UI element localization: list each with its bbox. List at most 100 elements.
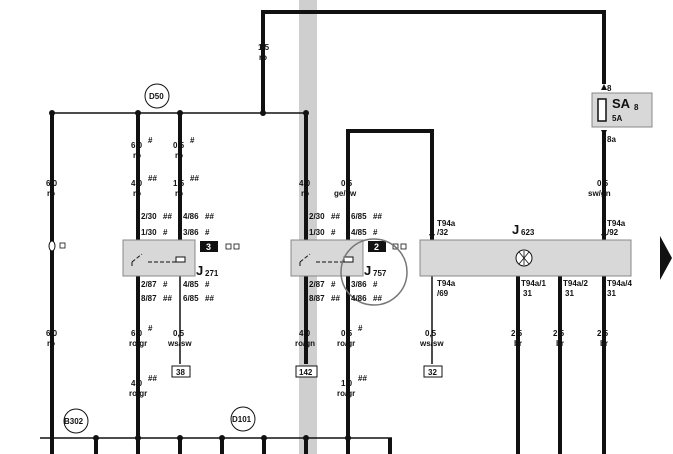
junction-dot [93, 435, 99, 441]
j271-bottom-wire-size: 6,0 [131, 329, 143, 338]
j271-top-wire-mark: # [148, 136, 153, 145]
j757-pin-label: 8/87 [309, 294, 325, 303]
j271-bottom-wire-mark: # [148, 324, 153, 333]
j623-ground-color: br [600, 339, 608, 348]
j271-top-wire-mark: ## [190, 174, 199, 183]
j623-ground-size: 2,5 [597, 329, 609, 338]
j623-ref-label: 32 [428, 368, 437, 377]
pin-arrow-icon [601, 84, 607, 90]
j271-pin-mark: ## [163, 294, 172, 303]
fuse-subscript: 8 [634, 103, 639, 112]
j757-pin-label: 2/87 [309, 280, 325, 289]
rail-connector-box [59, 242, 66, 249]
fuse-name: SA [612, 96, 631, 111]
j623-pin-number: /92 [607, 228, 619, 237]
j623-wire-in-size: 0,5 [597, 179, 609, 188]
j271-pin-label: 4/85 [183, 280, 199, 289]
j757-badge [368, 241, 386, 252]
j623-ref-box [423, 365, 443, 378]
j271-pin-mark: # [205, 280, 210, 289]
junction-dot [219, 435, 225, 441]
j271-bottom-wire-color: ro/gr [129, 339, 147, 348]
j271-badge [200, 241, 218, 252]
j623-pin-connector: T94a [437, 279, 456, 288]
j757-bottom-wire-size: 0,5 [341, 329, 353, 338]
j271-bottom-wire-color: ro/gr [129, 389, 147, 398]
j757-bottom-wire-size: 4,0 [299, 329, 311, 338]
j271-top-wire-size: 0,5 [173, 141, 185, 150]
j757-bottom-wire-color: ro/gr [337, 389, 355, 398]
node-d50-label: D50 [149, 92, 164, 101]
pin-arrow-icon [601, 130, 607, 136]
fuse-rating: 5A [612, 114, 622, 123]
j757-wire-b-top [346, 129, 434, 240]
junction-dot [303, 435, 309, 441]
j757-bottom-wire-color: ro/gn [295, 339, 315, 348]
j623-ground-color: br [514, 339, 522, 348]
node-b302-circle [63, 408, 89, 434]
j271-name-letter: J [196, 263, 203, 278]
j623-pin-number: /69 [437, 289, 449, 298]
fuse-element-symbol [597, 98, 607, 122]
top-supply-wire [261, 10, 606, 113]
j623-ground-size: 2,5 [511, 329, 523, 338]
j623-pin-number: 31 [607, 289, 616, 298]
j757-pin-mark: ## [331, 294, 340, 303]
j757-ref-label: 142 [299, 368, 313, 377]
j271-top-wire-mark: ## [148, 174, 157, 183]
j623-name-number: 623 [521, 228, 535, 237]
j271-pin-mark: # [163, 280, 168, 289]
left-rail-top-color: ro [47, 189, 55, 198]
j271-top-wire-color: ro [175, 151, 183, 160]
j623-symbol-glyph [518, 251, 530, 265]
j623-pin-connector: T94a/2 [563, 279, 588, 288]
j757-pin-label: 6/85 [351, 212, 367, 221]
node-b302-label: B302 [64, 417, 84, 426]
junction-dot [260, 110, 266, 116]
j757-coil-symbol [343, 256, 354, 263]
j757-pin-label: 2/30 [309, 212, 325, 221]
j271-coil-symbol [175, 256, 186, 263]
j757-top-wire-size: 4,0 [299, 179, 311, 188]
j757-name-letter: J [364, 263, 371, 278]
j623-wire-in-color: sw/gn [588, 189, 611, 198]
j757-highlight-circle [340, 238, 408, 306]
j271-top-wire-color: ro [175, 189, 183, 198]
j271-top-wire-color: ro [133, 151, 141, 160]
junction-dot [303, 110, 309, 116]
j271-top-wire-size: 1,5 [173, 179, 185, 188]
node-d50-circle [144, 83, 170, 109]
junction-dot [177, 110, 183, 116]
j271-top-wire-size: 4,0 [131, 179, 143, 188]
j271-pin-mark: ## [205, 294, 214, 303]
j623-wire-out-size: 0,5 [425, 329, 437, 338]
j757-bottom-wire-mark: ## [358, 374, 367, 383]
pin-arrow-icon [429, 234, 435, 240]
j271-pin-label: 6/85 [183, 294, 199, 303]
j757-pin-mark: ## [373, 212, 382, 221]
j757-pin-mark: ## [331, 212, 340, 221]
left-rail-top-size: 6,0 [46, 179, 58, 188]
j757-top-wire-color: ro [301, 189, 309, 198]
j271-pin-mark: ## [163, 212, 172, 221]
junction-dot [261, 435, 267, 441]
node-d101-label: D101 [232, 415, 252, 424]
j623-pin-connector: T94a [437, 219, 456, 228]
j623-wire-out-color: ws/sw [419, 339, 444, 348]
j623-pin-number: 31 [565, 289, 574, 298]
j757-pin-label: 4/86 [351, 294, 367, 303]
j757-pin-mark: # [373, 280, 378, 289]
rail-connector-symbol [48, 240, 56, 252]
continuation-arrow-icon [660, 236, 672, 280]
top-wire-size: 1,5 [258, 43, 270, 52]
fuse-pin-top: 8 [607, 84, 612, 93]
top-wire-color: ro [259, 53, 267, 62]
j271-bottom-wire-mark: ## [148, 374, 157, 383]
j757-switch-symbol [299, 253, 344, 266]
j757-connector-box [400, 243, 407, 250]
j271-connector-box [225, 243, 232, 250]
j271-pin-mark: # [163, 228, 168, 237]
j757-pin-label: 3/86 [351, 280, 367, 289]
j757-pin-mark: # [331, 228, 336, 237]
